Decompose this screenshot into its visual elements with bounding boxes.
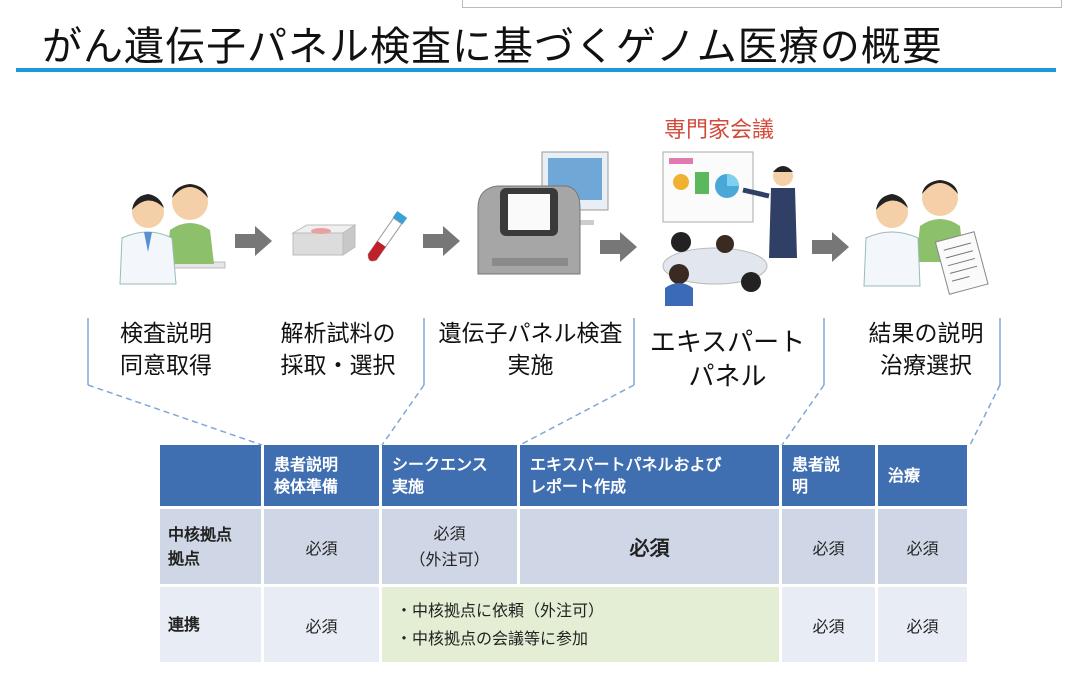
specimen-and-blood-tube-icon	[291, 210, 408, 262]
requirements-table: 患者説明検体準備 シークエンス実施 エキスパートパネルおよびレポート作成 患者説…	[160, 445, 970, 665]
table-header-patient-prep: 患者説明検体準備	[264, 445, 382, 509]
table-header-expert-panel: エキスパートパネルおよびレポート作成	[520, 445, 782, 509]
table-cell: 必須	[878, 587, 970, 665]
table-cell: 必須	[782, 509, 878, 587]
table-header-corner	[160, 445, 264, 509]
stage-label-panel-test: 遺伝子パネル検査実施	[438, 321, 623, 379]
table-header-patient-explanation: 患者説明	[782, 445, 878, 509]
table-cell: 必須	[264, 587, 382, 665]
table-cell: 必須（外注可）	[382, 509, 520, 587]
arrow-right-icon	[812, 232, 849, 262]
table-cell: 必須	[264, 509, 382, 587]
table-cell-merged: ・中核拠点に依頼（外注可）・中核拠点の会議等に参加	[382, 587, 782, 665]
table-cell: 必須	[782, 587, 878, 665]
table-header-row: 患者説明検体準備 シークエンス実施 エキスパートパネルおよびレポート作成 患者説…	[160, 445, 970, 509]
stage-label-results: 結果の説明治療選択	[868, 321, 984, 379]
table-header-treatment: 治療	[878, 445, 970, 509]
arrow-right-icon	[423, 226, 460, 256]
doctor-patient-consultation-icon	[119, 184, 226, 285]
table-row: 中核拠点拠点 必須 必須（外注可） 必須 必須 必須	[160, 509, 970, 587]
top-frame-edge	[462, 0, 1062, 8]
arrow-right-icon	[600, 232, 637, 262]
row-label-partner: 連携	[160, 587, 264, 665]
sequencer-machine-icon	[477, 151, 609, 275]
row-label-core-hub: 中核拠点拠点	[160, 509, 264, 587]
expert-meeting-heading: 専門家会議	[664, 118, 775, 143]
arrow-right-icon	[235, 226, 272, 256]
doctor-patient-results-icon	[863, 180, 989, 295]
title-underline	[16, 68, 1056, 72]
stage-label-consent: 検査説明同意取得	[120, 321, 212, 379]
expert-meeting-icon	[662, 151, 797, 306]
table-header-sequencing: シークエンス実施	[382, 445, 520, 509]
table-row: 連携 必須 ・中核拠点に依頼（外注可）・中核拠点の会議等に参加 必須 必須	[160, 587, 970, 665]
stage-label-expert-panel: エキスパートパネル	[649, 328, 806, 392]
page-title: がん遺伝子パネル検査に基づくゲノム医療の概要	[42, 24, 943, 70]
stage-label-specimen: 解析試料の採取・選択	[280, 321, 396, 379]
table-cell: 必須	[878, 509, 970, 587]
table-cell: 必須	[520, 509, 782, 587]
